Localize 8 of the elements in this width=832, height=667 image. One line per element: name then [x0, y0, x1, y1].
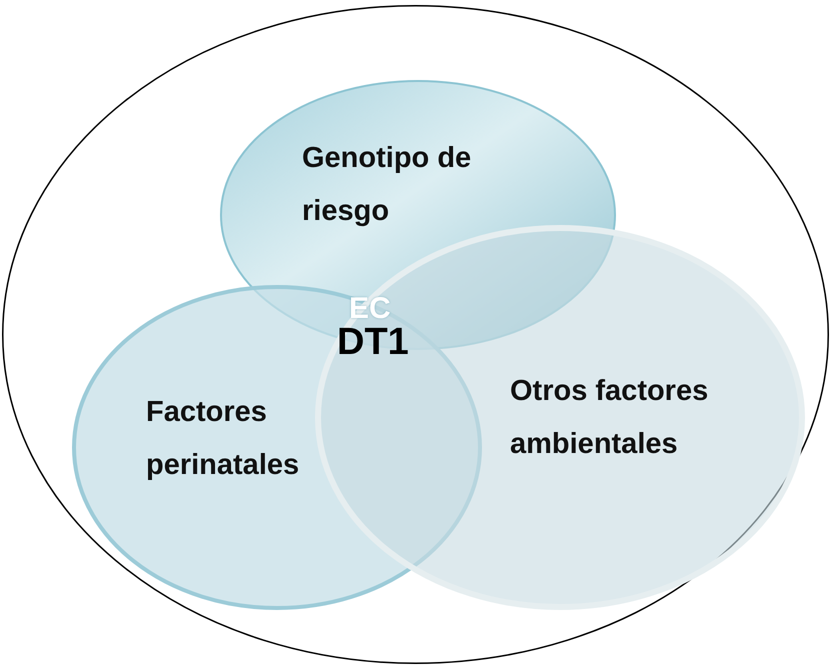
circle-label: Factores perinatales [146, 395, 300, 483]
outer-ellipse [2, 5, 829, 664]
circle-label: Otros factores ambientales [510, 374, 710, 462]
overlap-label: EC [349, 294, 391, 324]
overlap-label: DT1 [337, 323, 409, 361]
venn-circle [315, 225, 805, 610]
circle-label: Genotipo de riesgo [302, 141, 472, 229]
venn-circle [72, 285, 482, 610]
